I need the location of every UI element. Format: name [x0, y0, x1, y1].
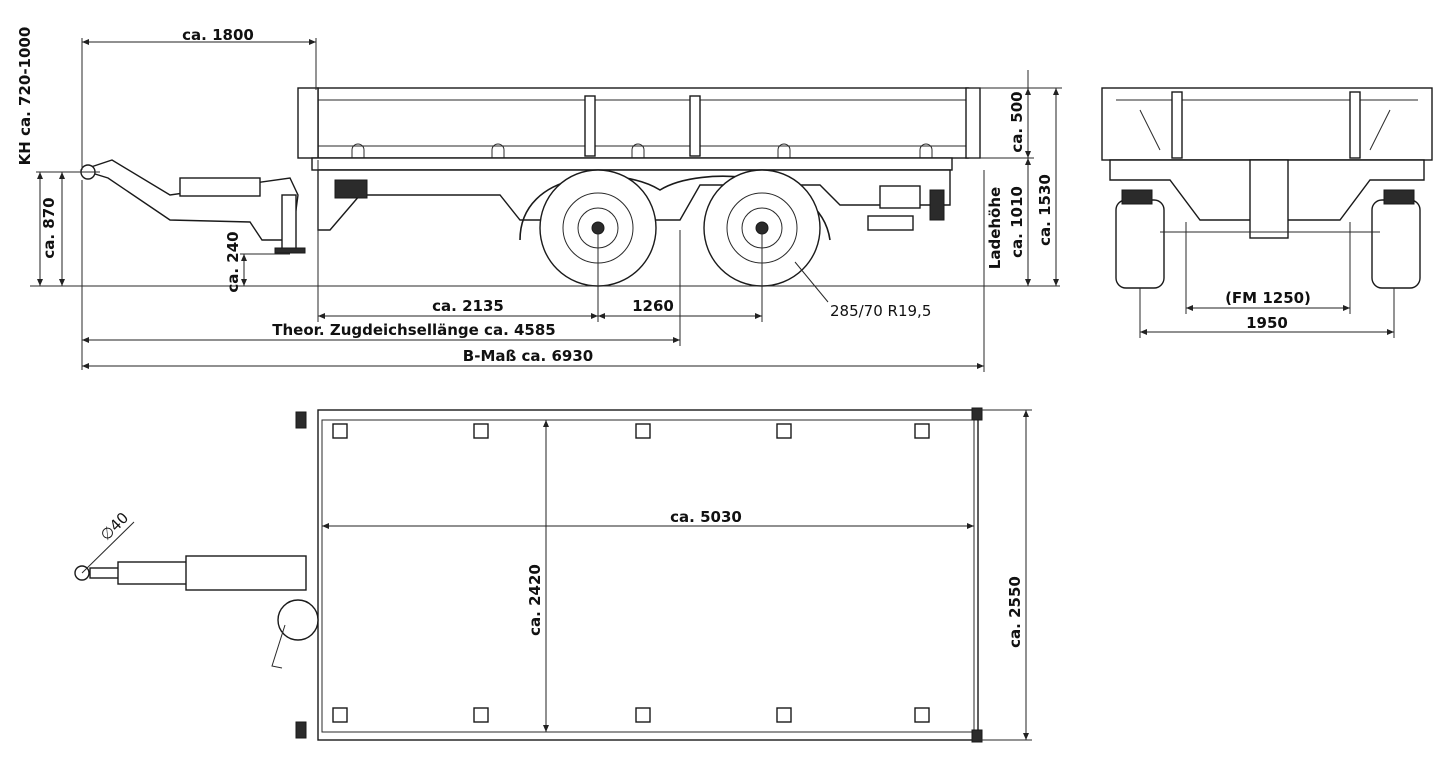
- side-view: ca. 1800 KH ca. 720-1000 ca. 870 ca. 240…: [16, 26, 1062, 372]
- dim-eye-diameter: ∅40: [97, 509, 132, 544]
- drawbar-beam: [117, 561, 189, 585]
- dim-overall-width: ca. 2550: [1006, 576, 1024, 648]
- label-load-height: Ladehöhe: [986, 187, 1004, 269]
- rear-stake: [1171, 91, 1183, 159]
- dim-tongue: ca. 1800: [182, 26, 254, 44]
- dim-track: 1950: [1246, 314, 1288, 332]
- corner-hinge: [971, 729, 983, 743]
- corner-hinge: [295, 721, 307, 739]
- eye-leader: [81, 521, 135, 574]
- corner-hinge: [295, 411, 307, 429]
- rear-post: [965, 87, 981, 159]
- top-view: ca. 5030 ca. 2420 ca. 2550 ∅40: [74, 407, 1032, 743]
- rear-stake: [1349, 91, 1361, 159]
- rear-light-right: [1383, 189, 1415, 205]
- bed-inner: [321, 419, 975, 733]
- tire-leader: [794, 261, 829, 303]
- rear-wheel-right: [1371, 199, 1421, 289]
- rear-light: [929, 189, 945, 221]
- rear-coupling: [1249, 159, 1289, 239]
- drawbar-tip: [89, 567, 121, 579]
- dim-height-240: ca. 240: [224, 231, 242, 292]
- dim-height-870: ca. 870: [40, 197, 58, 258]
- stake: [689, 95, 701, 157]
- stake: [584, 95, 596, 157]
- dim-drawbar-length: Theor. Zugdeichsellänge ca. 4585: [272, 321, 555, 339]
- side-hinges: [351, 143, 933, 158]
- dim-bed-length: ca. 5030: [670, 508, 742, 526]
- rear-view: (FM 1250) 1950: [1101, 87, 1433, 338]
- tire-size: 285/70 R19,5: [830, 302, 931, 320]
- rear-wheel-left: [1115, 199, 1165, 289]
- rear-chains: [1139, 109, 1391, 151]
- dim-to-axle: ca. 2135: [432, 297, 504, 315]
- lashing-points: [332, 423, 930, 723]
- dim-hitch-height: KH ca. 720-1000: [16, 27, 34, 166]
- rear-light-left: [1121, 189, 1153, 205]
- jack-crank-handle: [271, 624, 286, 669]
- chassis-rail: [311, 157, 953, 171]
- dim-bed-width: ca. 2420: [526, 564, 544, 636]
- drawbar-assembly: [185, 555, 307, 591]
- dim-total-height: ca. 1530: [1036, 174, 1054, 246]
- step: [867, 215, 914, 231]
- hydraulic-cylinder: [179, 177, 261, 197]
- front-wall: [297, 87, 319, 159]
- dim-load-height: ca. 1010: [1008, 186, 1026, 258]
- dim-axle-spacing: 1260: [632, 297, 674, 315]
- dim-side-height: ca. 500: [1008, 91, 1026, 152]
- dim-fm: (FM 1250): [1225, 289, 1311, 307]
- wheel-rear: [703, 169, 821, 287]
- dim-overall-length: B-Maß ca. 6930: [463, 347, 593, 365]
- jack-foot: [274, 247, 306, 254]
- jack-crank-disc: [277, 599, 319, 641]
- bed-outline: [317, 409, 979, 741]
- valve-block: [334, 179, 368, 199]
- corner-hinge: [971, 407, 983, 421]
- tool-box: [879, 185, 921, 209]
- drawbar: [79, 159, 299, 241]
- support-jack: [281, 194, 297, 251]
